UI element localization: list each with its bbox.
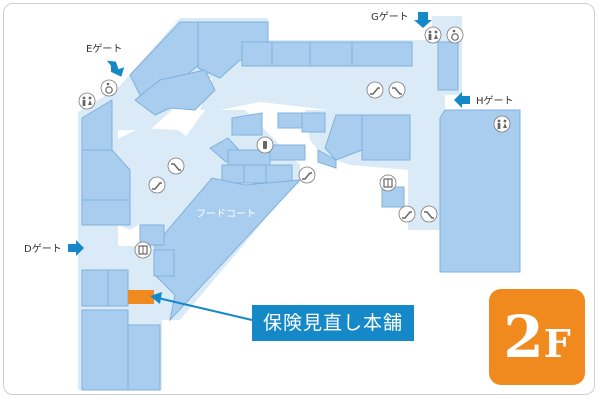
shop-block xyxy=(309,41,353,67)
gate-arrows xyxy=(68,12,470,256)
escalator-icon xyxy=(398,205,416,223)
shop-block xyxy=(231,112,263,136)
shop-block xyxy=(351,41,413,67)
escalator-icon xyxy=(366,81,384,99)
elevator-icon xyxy=(134,241,152,259)
shop-block xyxy=(134,69,216,116)
shop-block xyxy=(437,41,459,91)
baby-room-icon xyxy=(256,136,274,154)
shop-block xyxy=(81,149,131,201)
shop-block xyxy=(243,164,267,184)
wheelchair-icon xyxy=(100,79,118,97)
escalator-icon xyxy=(388,81,406,99)
escalator-icon xyxy=(298,166,316,184)
restroom-icon xyxy=(78,92,96,110)
shop-block xyxy=(107,269,129,307)
elevator-icon xyxy=(379,174,397,192)
callout-pointer xyxy=(150,292,253,321)
wheelchair-icon xyxy=(446,26,464,44)
shop-block xyxy=(241,41,273,67)
escalator-icon xyxy=(148,176,166,194)
escalator-icon xyxy=(167,157,185,175)
shop-block xyxy=(439,109,521,273)
shop-block xyxy=(277,112,303,129)
g-gate-label: Gゲート xyxy=(371,11,409,23)
shop-block xyxy=(221,164,245,184)
shops xyxy=(81,21,521,391)
facility-icons xyxy=(78,26,511,259)
floor-letter: F xyxy=(543,321,571,366)
d-gate-arrow xyxy=(68,240,84,256)
g-gate-arrow xyxy=(414,12,432,28)
e-gate-label: Eゲート xyxy=(86,43,122,55)
shop-block xyxy=(317,149,337,169)
shop-block xyxy=(153,249,175,277)
shop-block xyxy=(81,309,129,391)
shop-block xyxy=(127,324,161,391)
shop-block xyxy=(139,224,165,246)
shop-block xyxy=(324,114,363,161)
shop-block xyxy=(197,21,269,79)
food-court-label: フードコート xyxy=(196,209,256,220)
restroom-icon xyxy=(493,115,511,133)
h-gate-arrow xyxy=(454,92,470,108)
shop-block xyxy=(265,164,293,184)
shop-block xyxy=(81,199,131,226)
e-gate-arrow xyxy=(106,60,125,77)
floor-number: 2 xyxy=(503,303,544,371)
h-gate-label: Hゲート xyxy=(476,95,514,107)
highlight-callout[interactable]: 保険見直し本舗 xyxy=(252,305,414,341)
shop-block xyxy=(81,269,109,307)
floor-badge: 2F xyxy=(489,289,585,385)
shop-block xyxy=(301,112,326,133)
escalator-icon xyxy=(420,205,438,223)
highlighted-shop[interactable] xyxy=(128,290,154,304)
shop-block xyxy=(361,114,411,161)
shop-block xyxy=(271,41,311,67)
restroom-icon xyxy=(424,26,442,44)
d-gate-label: Dゲート xyxy=(24,243,62,255)
shop-block xyxy=(269,144,306,161)
